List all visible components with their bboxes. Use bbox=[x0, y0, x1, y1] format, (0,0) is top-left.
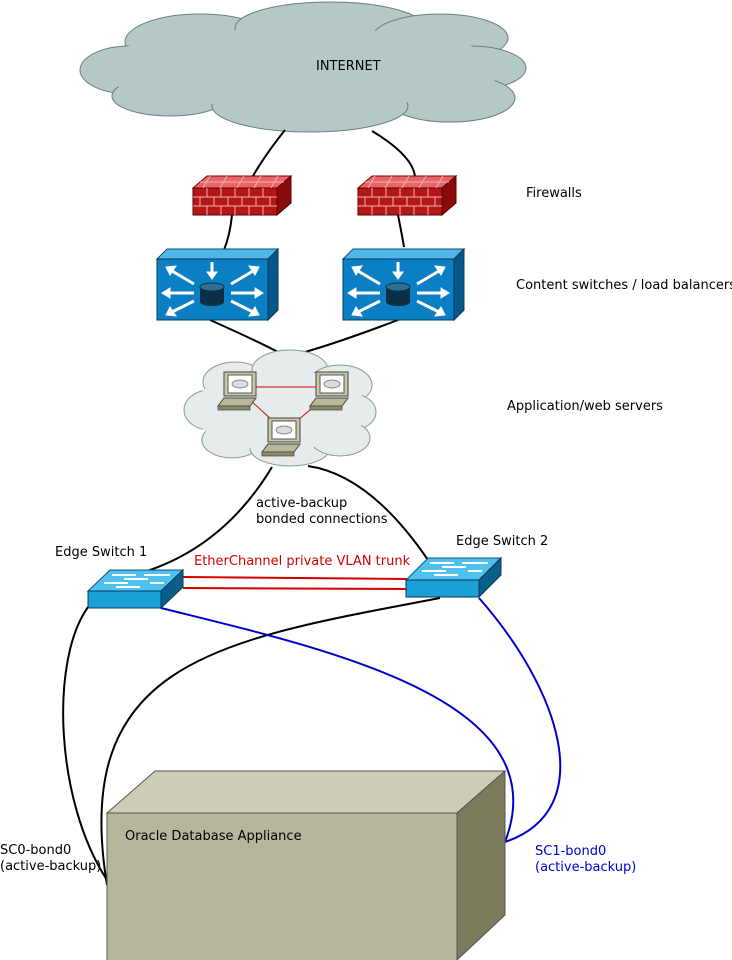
etherchannel-label: EtherChannel private VLAN trunk bbox=[194, 554, 411, 569]
appliance-links bbox=[62, 597, 562, 886]
bonded-links bbox=[146, 465, 429, 572]
firewall-left-icon bbox=[191, 174, 293, 217]
load-balancer-left-icon bbox=[155, 247, 280, 322]
sc0-label-line2: (active-backup) bbox=[0, 859, 102, 874]
edge-switch-1-icon bbox=[86, 568, 185, 610]
etherchannel-trunk-lines bbox=[182, 576, 409, 590]
internet-cloud-icon bbox=[79, 1, 527, 133]
app-server-cloud-icon bbox=[183, 349, 377, 467]
sc1-label-line1: SC1-bond0 bbox=[535, 844, 607, 859]
firewalls-label: Firewalls bbox=[526, 186, 582, 201]
server-right-icon bbox=[309, 371, 349, 411]
load-balancer-right-icon bbox=[341, 247, 466, 322]
internet-links bbox=[209, 129, 416, 353]
internet-label: INTERNET bbox=[316, 59, 381, 74]
sc1-label-line2: (active-backup) bbox=[535, 860, 637, 875]
server-left-icon bbox=[217, 371, 257, 411]
edge-switch-1-label: Edge Switch 1 bbox=[55, 545, 148, 560]
firewall-right-icon bbox=[356, 174, 458, 217]
bonded-label-line2: bonded connections bbox=[256, 512, 388, 527]
content-switches-label: Content switches / load balancers bbox=[516, 278, 732, 293]
database-appliance-icon bbox=[105, 769, 507, 960]
bonded-label-line1: active-backup bbox=[256, 496, 348, 511]
appliance-label: Oracle Database Appliance bbox=[125, 829, 302, 844]
server-bottom-icon bbox=[261, 417, 301, 457]
edge-switch-2-icon bbox=[404, 556, 503, 599]
sc0-label-line1: SC0-bond0 bbox=[0, 843, 72, 858]
app-servers-label: Application/web servers bbox=[507, 399, 663, 414]
edge-switch-2-label: Edge Switch 2 bbox=[456, 534, 549, 549]
